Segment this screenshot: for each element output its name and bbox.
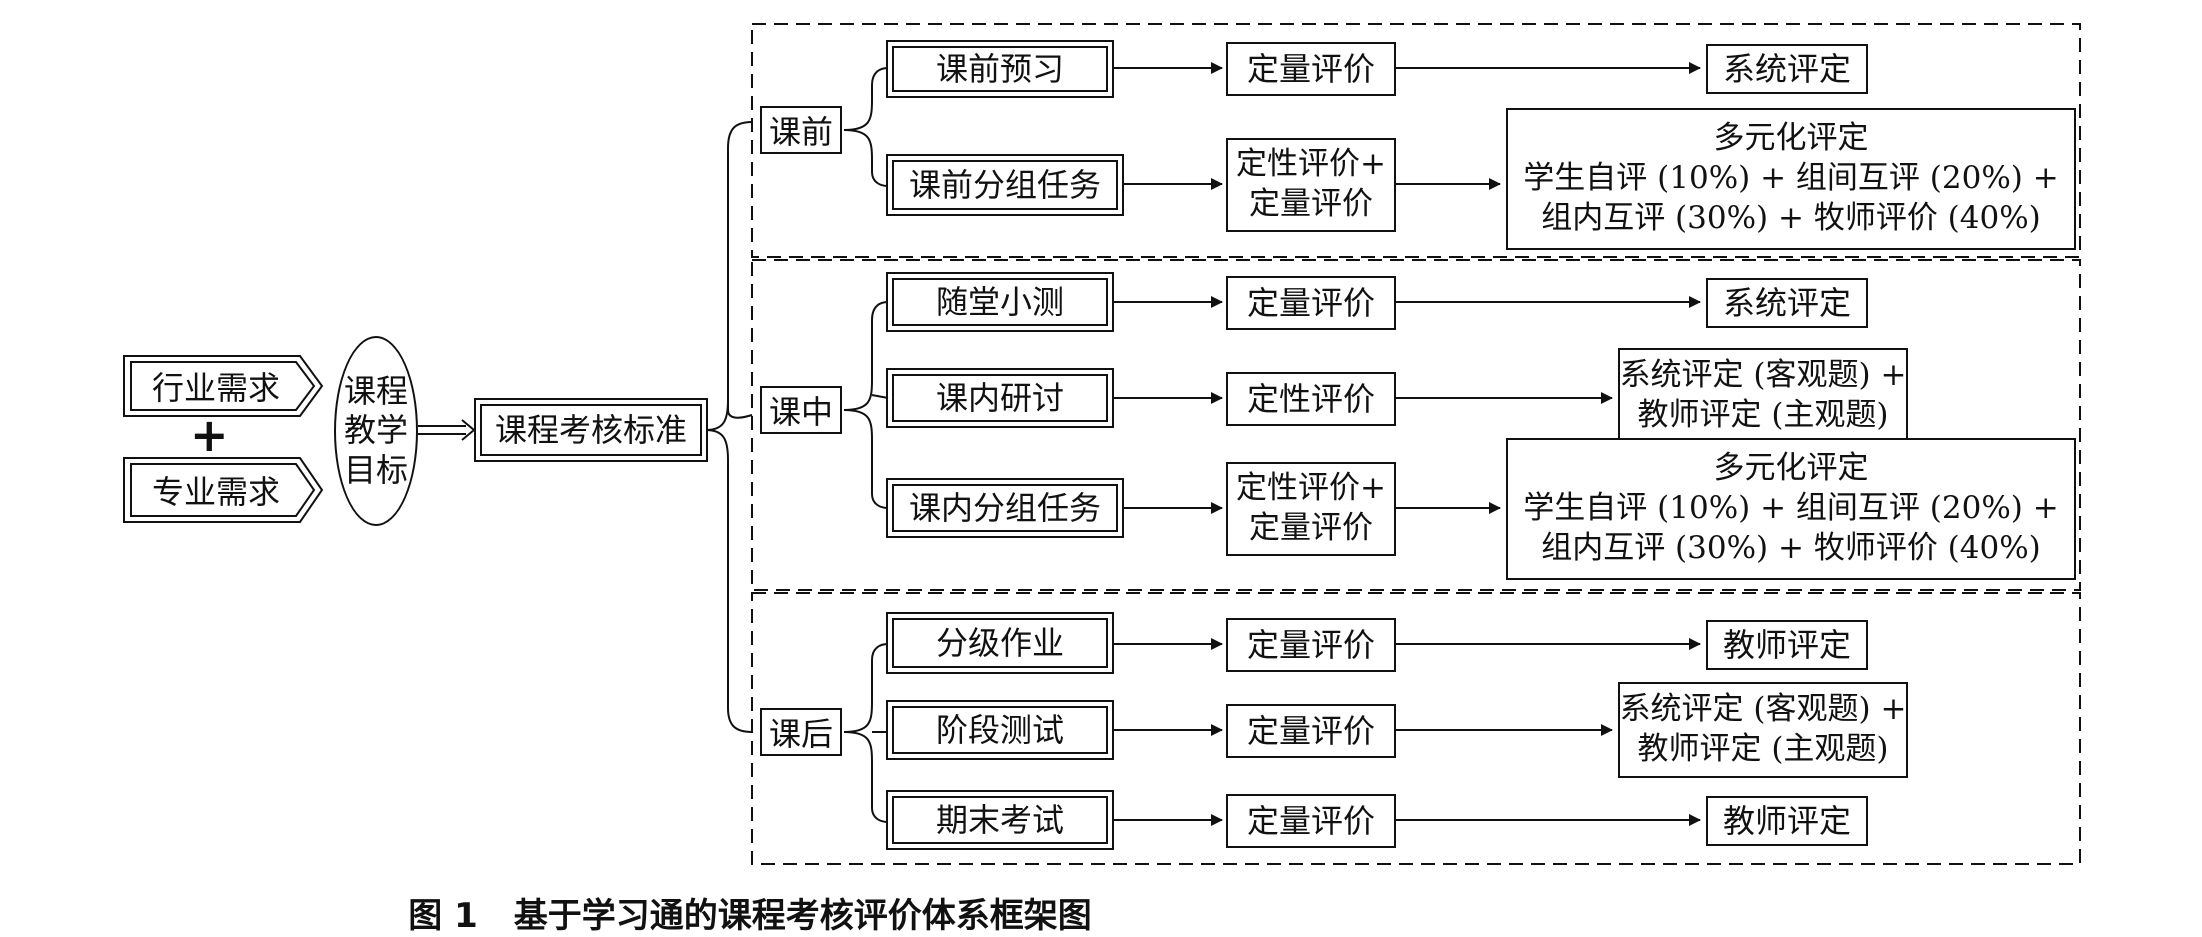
method-pre-group: 定性评价+ 定量评价 xyxy=(1226,138,1396,232)
major-need: 专业需求 xyxy=(151,473,280,511)
result-line: 多元化评定 xyxy=(1713,450,1869,487)
stage-pre-label: 课前 xyxy=(760,106,842,154)
result-pre-preview: 系统评定 xyxy=(1706,44,1868,94)
post-brace xyxy=(843,643,889,733)
result-mid-group: 多元化评定 学生自评 (10%) + 组间互评 (20%) + 组内互评 (30… xyxy=(1506,438,2076,580)
course-standard-box: 课程考核标准 xyxy=(474,398,708,462)
result-line: 教师评定 (主观题) xyxy=(1637,397,1889,433)
result-line: 多元化评定 xyxy=(1713,120,1869,157)
method-mid-discuss: 定性评价 xyxy=(1226,372,1396,426)
mid-brace-center xyxy=(871,394,889,399)
course-goal-text: 课程教学目标 xyxy=(344,372,409,489)
mid-brace-2 xyxy=(843,409,889,509)
figure-caption: 图 1 基于学习通的课程考核评价体系框架图 xyxy=(0,888,1500,937)
result-line: 组内互评 (30%) + 牧师评价 (40%) xyxy=(1541,199,2041,236)
result-post-homework: 教师评定 xyxy=(1706,620,1868,670)
result-line: 教师评定 (主观题) xyxy=(1637,731,1889,767)
task-pre-group: 课前分组任务 xyxy=(886,154,1124,216)
post-brace-2 xyxy=(843,731,889,823)
result-line: 系统评定 (客观题) + xyxy=(1619,357,1907,394)
stage-post-label: 课后 xyxy=(760,708,842,756)
result-post-stagetest: 系统评定 (客观题) + 教师评定 (主观题) xyxy=(1618,682,1908,778)
method-mid-group: 定性评价+ 定量评价 xyxy=(1226,462,1396,556)
major-need-shape-outer xyxy=(123,457,324,523)
goal-arrow-head xyxy=(461,419,476,441)
result-pre-group: 多元化评定 学生自评 (10%) + 组间互评 (20%) + 组内互评 (30… xyxy=(1506,108,2076,250)
method-mid-quiz: 定量评价 xyxy=(1226,276,1396,330)
pre-brace xyxy=(843,67,889,131)
major-need-shape-inner xyxy=(130,463,316,517)
method-pre-preview: 定量评价 xyxy=(1226,42,1396,96)
result-mid-discuss: 系统评定 (客观题) + 教师评定 (主观题) xyxy=(1618,348,1908,444)
method-post-homework: 定量评价 xyxy=(1226,618,1396,672)
figure-number: 图 1 xyxy=(408,896,478,936)
method-line: 定性评价+ xyxy=(1236,146,1386,183)
industry-need-shape-inner xyxy=(130,361,316,411)
task-mid-quiz: 随堂小测 xyxy=(886,272,1114,332)
task-mid-group: 课内分组任务 xyxy=(886,478,1124,538)
method-line: 定量评价 xyxy=(1249,186,1373,222)
pre-brace-2 xyxy=(843,129,889,187)
task-post-stagetest: 阶段测试 xyxy=(886,700,1114,760)
result-line: 组内互评 (30%) + 牧师评价 (40%) xyxy=(1541,529,2041,566)
result-line: 学生自评 (10%) + 组间互评 (20%) + xyxy=(1523,490,2059,527)
figure-title: 基于学习通的课程考核评价体系框架图 xyxy=(513,896,1092,936)
group-pre-border xyxy=(751,23,2081,258)
task-post-homework: 分级作业 xyxy=(886,612,1114,674)
group-post-border xyxy=(751,592,2081,865)
industry-need: 行业需求 xyxy=(151,369,280,407)
standard-brace xyxy=(705,121,753,431)
task-pre-preview: 课前预习 xyxy=(886,40,1114,98)
standard-brace-mid xyxy=(727,400,753,419)
standard-brace-low xyxy=(705,429,753,733)
method-line: 定量评价 xyxy=(1249,510,1373,546)
industry-need-shape-outer xyxy=(123,355,324,417)
course-goal-ellipse: 课程教学目标 xyxy=(334,336,418,526)
method-post-stagetest: 定量评价 xyxy=(1226,704,1396,758)
result-line: 系统评定 (客观题) + xyxy=(1619,691,1907,728)
method-post-final: 定量评价 xyxy=(1226,794,1396,848)
group-mid-border xyxy=(751,259,2081,591)
result-line: 学生自评 (10%) + 组间互评 (20%) + xyxy=(1523,160,2059,197)
plus-sign: + xyxy=(190,408,229,462)
result-mid-quiz: 系统评定 xyxy=(1706,278,1868,328)
method-line: 定性评价+ xyxy=(1236,470,1386,507)
task-mid-discuss: 课内研讨 xyxy=(886,368,1114,428)
stage-mid-label: 课中 xyxy=(760,386,842,434)
mid-brace xyxy=(843,301,889,411)
task-post-final: 期末考试 xyxy=(886,790,1114,850)
result-post-final: 教师评定 xyxy=(1706,796,1868,846)
